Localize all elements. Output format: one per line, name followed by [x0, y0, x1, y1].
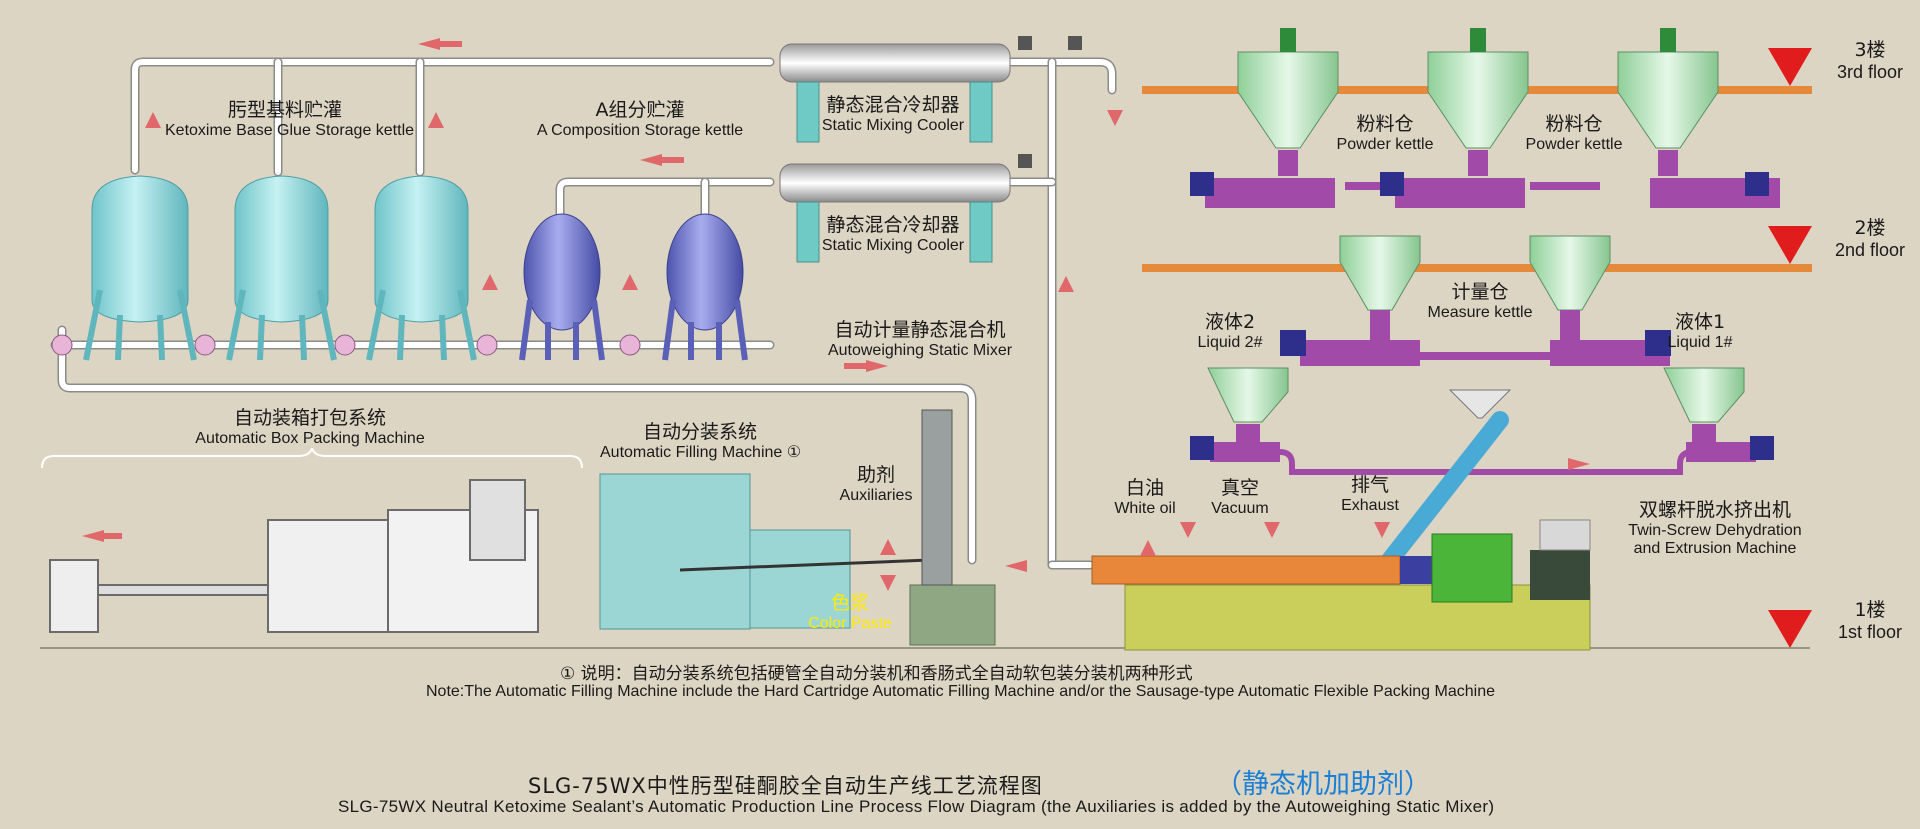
measure-kettle-2 — [1529, 235, 1671, 366]
measure-kettle-1 — [1280, 235, 1560, 366]
powder-kettle-3 — [1617, 28, 1780, 208]
note-chinese: ① 说明：自动分装系统包括硬管全自动分装机和香肠式全自动软包装分装机两种形式 — [560, 664, 1193, 684]
twin-screw-label: 双螺杆脱水挤出机 Twin-Screw Dehydration and Extr… — [1628, 499, 1802, 558]
twin-screw-extruder — [1091, 519, 1591, 651]
ketoxime-tank-2 — [194, 175, 337, 361]
floor-beam-2 — [1142, 264, 1812, 272]
floor-marker-3 — [1768, 48, 1812, 86]
diagram-title-chinese: SLG-75WX中性肟型硅酮胶全自动生产线工艺流程图 — [528, 774, 1043, 798]
top-pipes — [50, 57, 1117, 570]
ketoxime-tank-3 — [334, 175, 477, 361]
a-composition-tank-2 — [619, 213, 748, 361]
ketoxime-tank-1 — [51, 175, 197, 361]
flow-arrows — [82, 38, 1590, 591]
liquid-2-kettle — [1190, 367, 1693, 475]
filling-note-marker: ① — [786, 443, 802, 461]
floor-marker-2 — [1768, 226, 1812, 264]
note-english: Note:The Automatic Filling Machine inclu… — [426, 683, 1495, 700]
autoweighing-static-mixer — [909, 409, 996, 646]
box-packing-brace — [41, 448, 583, 469]
feed-screw-conveyor — [1381, 389, 1512, 569]
automatic-box-packing-machine — [49, 479, 539, 633]
static-mixing-cooler-2 — [779, 154, 1032, 263]
static-mixing-cooler-1 — [779, 36, 1082, 143]
automatic-filling-machine — [599, 473, 931, 630]
liquid-1-kettle — [1663, 367, 1774, 462]
diagram-title-highlight: （静态机加助剂） — [1215, 769, 1431, 800]
floor-marker-1 — [1768, 610, 1812, 648]
powder-kettle-2 — [1380, 28, 1600, 208]
diagram-title-english: SLG-75WX Neutral Ketoxime Sealant’s Auto… — [338, 797, 1495, 816]
a-composition-tank-1 — [476, 213, 605, 361]
